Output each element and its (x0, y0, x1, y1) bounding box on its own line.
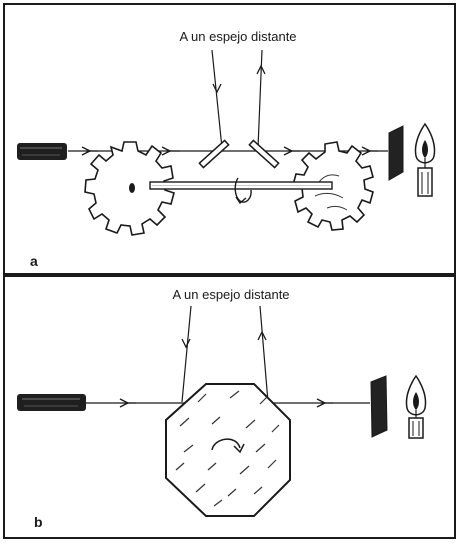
screen-icon (388, 125, 404, 181)
octagonal-mirror-icon (165, 383, 291, 517)
rotation-arrow-icon (211, 438, 245, 454)
axle (149, 181, 333, 190)
panel-a: A un espejo distante a (17, 29, 436, 269)
panel-b-caption: A un espejo distante (172, 287, 289, 302)
panel-a-caption: A un espejo distante (179, 29, 296, 44)
mirror-icon (198, 139, 280, 169)
screen-icon (370, 375, 388, 438)
telescope-icon (17, 394, 86, 411)
candle-flame-icon (405, 374, 427, 439)
rotation-arrow-icon (234, 177, 252, 205)
panel-b: A un espejo distante b (17, 287, 427, 530)
panel-a-letter: a (30, 253, 38, 269)
gear-wheel-icon (84, 141, 175, 236)
telescope-icon (17, 143, 67, 160)
panel-a-frame (3, 3, 456, 275)
candle-flame-icon (414, 122, 436, 197)
panel-b-letter: b (34, 514, 43, 530)
